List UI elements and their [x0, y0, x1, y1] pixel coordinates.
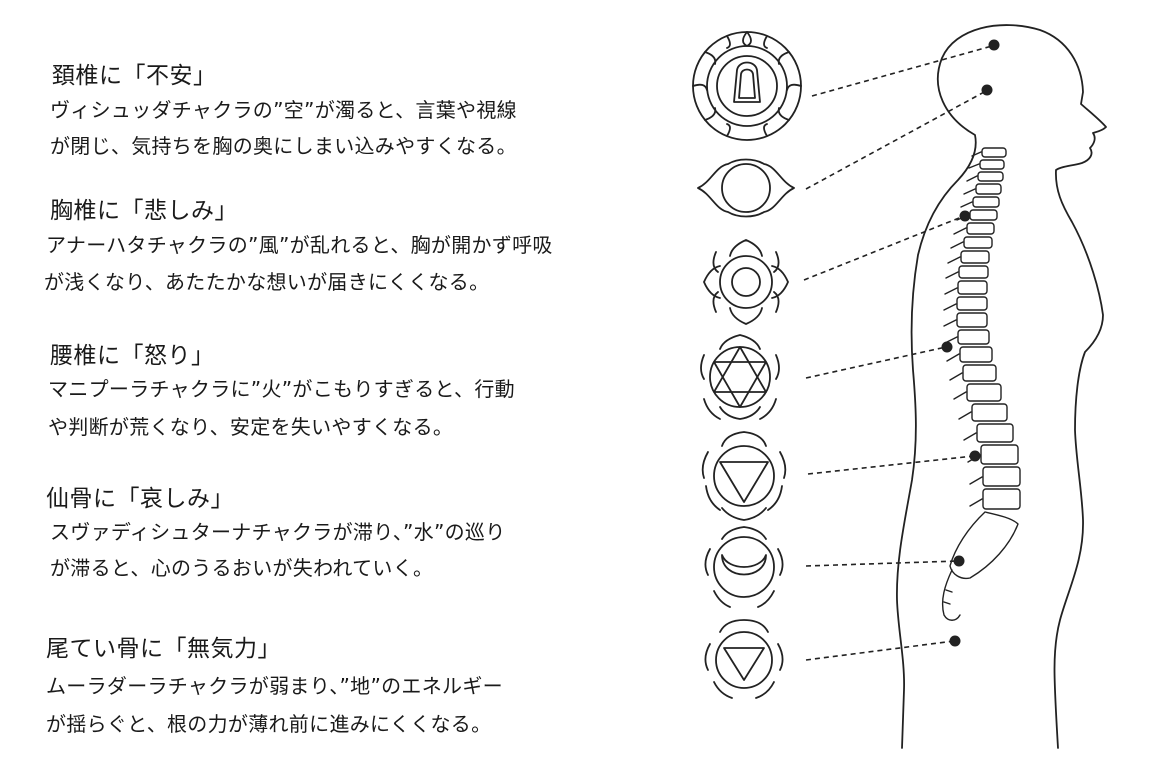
body-silhouette-icon — [896, 24, 1107, 749]
connector-line — [811, 45, 993, 97]
entry-description-line: ムーラダーラチャクラが弱まり、”地”のエネルギー — [46, 674, 503, 698]
entry-heading: 頚椎に「不安」 — [52, 63, 217, 89]
marker-dots — [941, 39, 1000, 647]
muladhara-symbol-icon — [704, 619, 784, 699]
marker-dot — [981, 84, 993, 96]
entry-description-line: が滞ると、心のうるおいが失われていく。 — [50, 556, 434, 580]
anahata-symbol-icon — [697, 158, 795, 218]
entry-description-line: や判断が荒くなり、安定を失いやすくなる。 — [48, 415, 454, 439]
marker-dot — [959, 210, 971, 222]
marker-dot — [949, 635, 961, 647]
vishuddha-symbol-icon — [692, 31, 802, 141]
entry-description-line: スヴァディシュターナチャクラが滞り、”水”の巡り — [50, 520, 506, 544]
entry-heading: 腰椎に「怒り」 — [50, 343, 215, 369]
connector-line — [805, 640, 955, 661]
svadhisthana-symbol-icon — [701, 431, 787, 521]
hexagram-symbol-icon — [700, 334, 780, 420]
manipura-symbol-icon — [703, 239, 789, 325]
marker-dot — [941, 341, 953, 353]
crescent-symbol-icon — [704, 526, 784, 608]
connector-line — [805, 346, 947, 379]
connector-line — [805, 560, 959, 567]
spine-icon — [941, 147, 1021, 621]
entry-description-line: ヴィシュッダチャクラの”空”が濁ると、言葉や視線 — [50, 98, 517, 122]
connector-line — [805, 90, 987, 190]
entry-heading: 仙骨に「哀しみ」 — [46, 486, 234, 512]
entry-heading: 尾てい骨に「無気力」 — [46, 636, 281, 662]
marker-dot — [988, 39, 1000, 51]
entry-heading: 胸椎に「悲しみ」 — [50, 198, 238, 224]
entry-description-line: アナーハタチャクラの”風”が乱れると、胸が開かず呼吸 — [46, 233, 553, 257]
entry-description-line: が浅くなり、あたたかな想いが届きにくくなる。 — [44, 270, 490, 294]
entry-description-line: が閉じ、気持ちを胸の奥にしまい込みやすくなる。 — [50, 134, 517, 158]
connector-line — [807, 455, 975, 475]
connector-line — [803, 215, 965, 281]
entry-description-line: が揺らぐと、根の力が薄れ前に進みにくくなる。 — [46, 712, 492, 736]
marker-dot — [953, 555, 965, 567]
connector-lines — [803, 45, 993, 661]
marker-dot — [969, 450, 981, 462]
entry-description-line: マニプーラチャクラに”火”がこもりすぎると、行動 — [48, 377, 515, 401]
